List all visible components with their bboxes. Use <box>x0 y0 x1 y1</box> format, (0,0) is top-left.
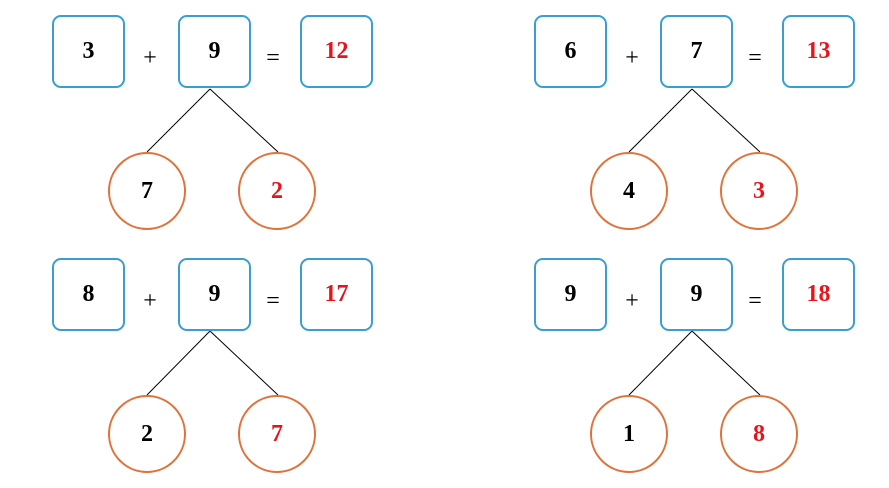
split-right-circle: 7 <box>238 395 316 473</box>
equals-sign: = <box>748 288 762 314</box>
split-left-circle: 1 <box>590 395 668 473</box>
problem-3: 8 + 9 = 17 2 7 <box>52 258 382 488</box>
addend-a-box: 3 <box>52 15 125 88</box>
plus-sign: + <box>625 45 639 71</box>
addend-a-box: 9 <box>534 258 607 331</box>
split-left-circle: 4 <box>590 152 668 230</box>
problem-1: 3 + 9 = 12 7 2 <box>52 15 382 245</box>
addend-a-box: 8 <box>52 258 125 331</box>
addend-b-box: 7 <box>660 15 733 88</box>
problem-2: 6 + 7 = 13 4 3 <box>534 15 864 245</box>
split-lines <box>628 88 761 153</box>
split-left-circle: 2 <box>108 395 186 473</box>
addend-b-box: 9 <box>660 258 733 331</box>
plus-sign: + <box>143 45 157 71</box>
equals-sign: = <box>748 45 762 71</box>
plus-sign: + <box>625 288 639 314</box>
split-right-circle: 3 <box>720 152 798 230</box>
addend-b-box: 9 <box>178 15 251 88</box>
addend-b-box: 9 <box>178 258 251 331</box>
split-lines <box>628 330 761 396</box>
split-lines <box>146 330 279 396</box>
equals-sign: = <box>266 45 280 71</box>
sum-box: 13 <box>782 15 855 88</box>
sum-box: 18 <box>782 258 855 331</box>
equals-sign: = <box>266 288 280 314</box>
sum-box: 17 <box>300 258 373 331</box>
addend-a-box: 6 <box>534 15 607 88</box>
problem-4: 9 + 9 = 18 1 8 <box>534 258 864 488</box>
split-left-circle: 7 <box>108 152 186 230</box>
split-right-circle: 8 <box>720 395 798 473</box>
split-right-circle: 2 <box>238 152 316 230</box>
split-lines <box>146 88 279 153</box>
plus-sign: + <box>143 288 157 314</box>
sum-box: 12 <box>300 15 373 88</box>
